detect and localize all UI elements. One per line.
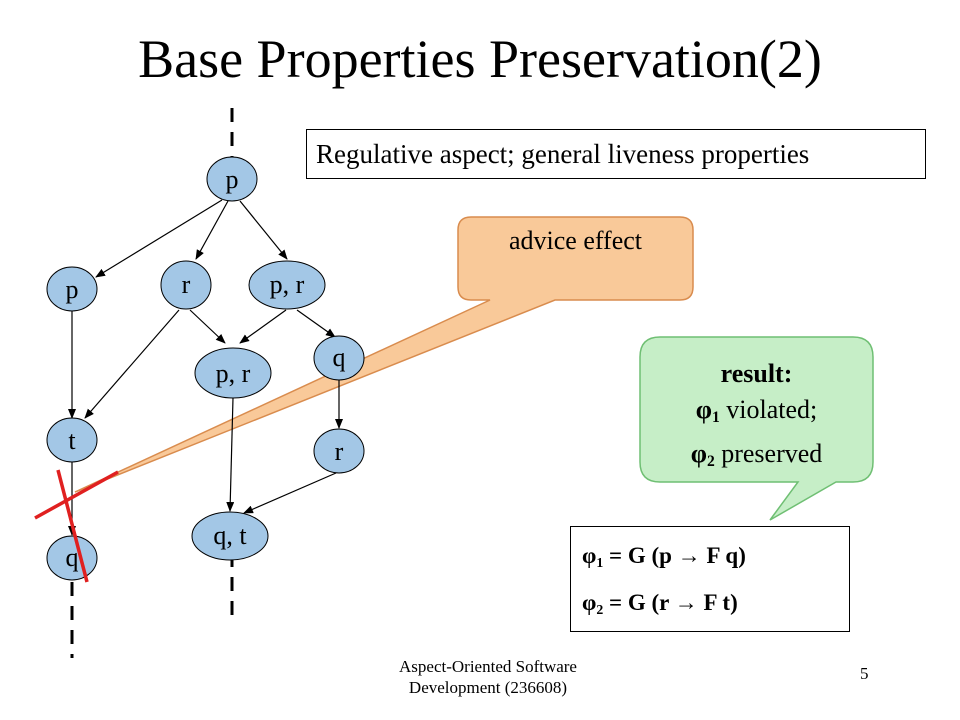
formula-phi1: φ1 = G (p → F q) — [582, 543, 746, 570]
node-center-pr-label: p, r — [216, 359, 251, 388]
node-mid-r-label: r — [182, 270, 191, 299]
edge-right-pr-to-center-pr — [239, 309, 287, 344]
result-heading: result: — [720, 359, 793, 388]
result-line-2: φ2 preserved — [690, 439, 823, 470]
edge-center-pr-to-qt — [226, 397, 235, 512]
advice-effect-label: advice effect — [508, 226, 643, 255]
node-right-pr — [248, 260, 326, 310]
edge-r-to-qt — [243, 472, 337, 514]
edge-right-pr-to-q — [296, 309, 336, 338]
edge-top-p-to-right-pr — [239, 200, 288, 260]
node-top-p-label: p — [226, 165, 239, 194]
page-number: 5 — [860, 664, 869, 683]
aspect-info-box: Regulative aspect; general liveness prop… — [306, 129, 926, 179]
result-text: result: φ1 violated; φ2 preserved — [640, 356, 873, 480]
cut-edge-cross — [34, 469, 119, 583]
footer-course: Aspect-Oriented Software Development (23… — [399, 657, 577, 697]
advice-effect-callout — [74, 216, 694, 493]
node-bottom-qt-label: q, t — [213, 521, 247, 550]
formula-phi2: φ2 = G (r → F t) — [582, 590, 738, 617]
edge-mid-r-to-center-pr — [189, 309, 226, 344]
edge-mid-r-to-t — [84, 309, 180, 419]
edge-top-p-to-mid-r — [195, 200, 229, 260]
page-title: Base Properties Preservation(2) — [138, 29, 822, 89]
node-left-p — [46, 266, 98, 312]
node-right-pr-label: p, r — [270, 270, 305, 299]
node-bottom-q-label: q — [66, 543, 79, 572]
node-left-p-label: p — [66, 275, 79, 304]
node-right-q-label: q — [333, 343, 346, 372]
node-bottom-qt — [191, 511, 269, 561]
node-right-r-label: r — [335, 437, 344, 466]
result-line-1: φ1 violated; — [695, 395, 818, 426]
node-left-t — [46, 417, 98, 463]
edge-top-p-to-left-p — [95, 199, 223, 278]
node-right-q — [313, 335, 365, 381]
node-center-pr — [194, 347, 272, 399]
node-top-p — [206, 156, 258, 202]
node-left-t-label: t — [68, 426, 76, 455]
node-mid-r — [160, 260, 212, 310]
node-right-r — [313, 428, 365, 474]
formula-box: φ1 = G (p → F q) φ2 = G (r → F t) — [570, 526, 850, 632]
result-callout — [639, 336, 874, 521]
